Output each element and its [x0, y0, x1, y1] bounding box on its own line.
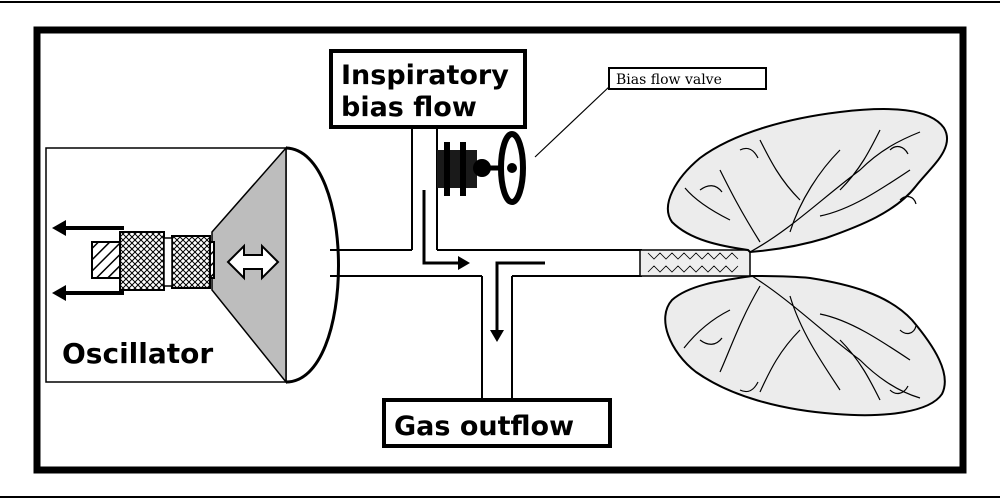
gas-outflow-label: Gas outflow [394, 411, 574, 442]
oscillator-left-arrows [52, 220, 124, 301]
valve-wheel-icon [437, 131, 526, 205]
inspiratory-label-line2: bias flow [341, 92, 477, 123]
bias-flow-valve-box [608, 67, 767, 90]
oscillator-label: Oscillator [62, 337, 213, 370]
threaded-collar-left [119, 231, 165, 291]
bias-flow-valve-label: Bias flow valve [616, 72, 722, 88]
outflow-arrow [490, 261, 545, 342]
lungs [664, 108, 948, 417]
collar-ring [163, 237, 173, 287]
valve-leader-line [534, 85, 611, 158]
trachea [639, 249, 751, 277]
threaded-collar-right [171, 235, 211, 289]
double-headed-arrow-icon [226, 243, 280, 281]
lower-lung [664, 274, 946, 417]
gas-outflow-box [382, 398, 612, 448]
inspiratory-bias-flow-box [329, 49, 527, 129]
inspiratory-label-line1: Inspiratory [341, 60, 509, 91]
upper-lung [667, 108, 948, 254]
inspiratory-flow-arrow [422, 190, 470, 270]
oscillator-diaphragm [285, 146, 340, 384]
circuit-tubing [330, 128, 642, 400]
bronchial-tree [683, 129, 921, 401]
